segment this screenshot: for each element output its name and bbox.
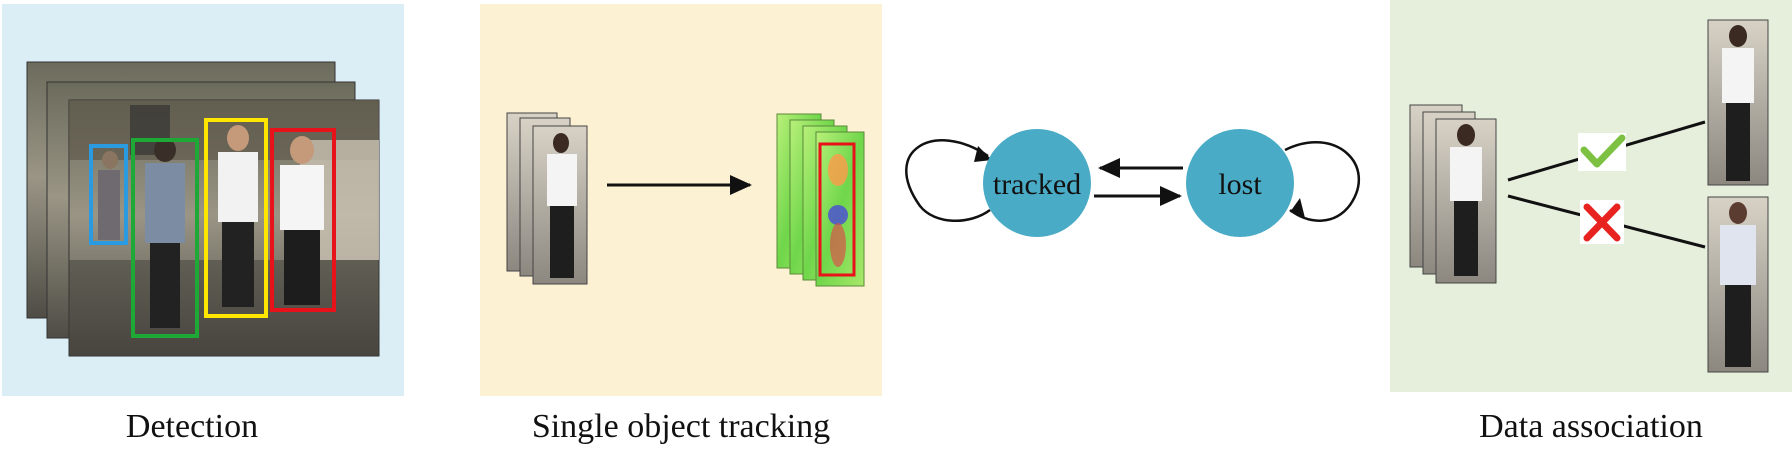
state-machine: tracked lost bbox=[905, 129, 1361, 237]
lost-self-loop bbox=[1284, 141, 1361, 222]
detection-box-blue bbox=[89, 144, 128, 245]
pedestrian-figure bbox=[98, 151, 120, 240]
detection-box-yellow bbox=[204, 118, 268, 318]
tracked-state-label: tracked bbox=[993, 168, 1081, 201]
detection-box-green bbox=[131, 138, 199, 338]
pedestrian-figure bbox=[218, 125, 258, 307]
detection-box-red bbox=[270, 128, 336, 312]
cross-mark-icon bbox=[1580, 200, 1624, 244]
sot-template-stack bbox=[506, 112, 588, 285]
candidate-match-image bbox=[1707, 19, 1769, 186]
lost-state-label: lost bbox=[1218, 168, 1262, 201]
tracking-box-red bbox=[818, 142, 856, 277]
pedestrian-figure bbox=[145, 138, 185, 328]
association-caption: Data association bbox=[1479, 408, 1703, 445]
detection-caption: Detection bbox=[125, 408, 259, 445]
association-query-stack bbox=[1409, 104, 1497, 284]
lost-state-circle bbox=[1186, 129, 1294, 237]
sot-response-map-stack bbox=[776, 113, 865, 287]
tracked-self-loop bbox=[905, 139, 991, 222]
candidate-mismatch-image bbox=[1707, 196, 1769, 373]
pedestrian-figure bbox=[280, 136, 324, 305]
detection-image-stack bbox=[26, 61, 380, 357]
sot-caption: Single object tracking bbox=[531, 408, 831, 445]
tracked-state-circle bbox=[983, 129, 1091, 237]
check-mark-icon bbox=[1578, 133, 1626, 171]
